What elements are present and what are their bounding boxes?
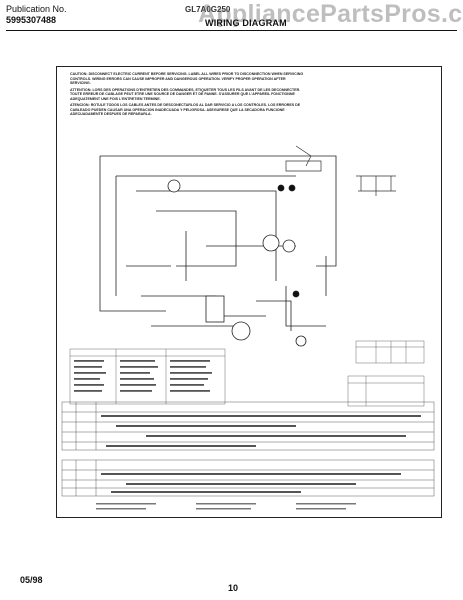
connector-dot: [277, 184, 285, 192]
model-number: GL7A0G250: [185, 5, 231, 14]
publication-info: Publication No. 5995307488: [6, 4, 67, 26]
connector-dot: [288, 184, 296, 192]
burner-motor-symbol: [231, 321, 251, 341]
caution-french: ATTENTION: LORS DES OPERATIONS D'ENTRETI…: [70, 87, 301, 101]
page-number: 10: [228, 583, 239, 593]
timer-motor-symbol: [167, 179, 181, 193]
drive-motor-symbol: [262, 234, 280, 252]
caution-block: CAUTION: DISCONNECT ELECTRIC CURRENT BEF…: [70, 72, 306, 119]
wiring-diagram: [61, 145, 435, 510]
connector-dot: [292, 290, 300, 298]
sensor-symbol: [295, 335, 307, 347]
motor-switch-symbol: [282, 239, 296, 253]
diagram-frame: [56, 66, 442, 518]
publication-label: Publication No.: [6, 4, 67, 14]
burner-assembly-symbol: [205, 295, 225, 323]
caution-english: CAUTION: DISCONNECT ELECTRIC CURRENT BEF…: [70, 72, 304, 85]
header-rule: [6, 30, 457, 31]
watermark: AppliancePartsPros.com: [198, 0, 463, 28]
caution-spanish: ATENCION: ROTULE TODOS LOS CABLES ANTES …: [70, 103, 301, 116]
page-title: WIRING DIAGRAM: [205, 18, 287, 28]
footer-date: 05/98: [20, 575, 43, 585]
publication-number: 5995307488: [6, 15, 57, 25]
